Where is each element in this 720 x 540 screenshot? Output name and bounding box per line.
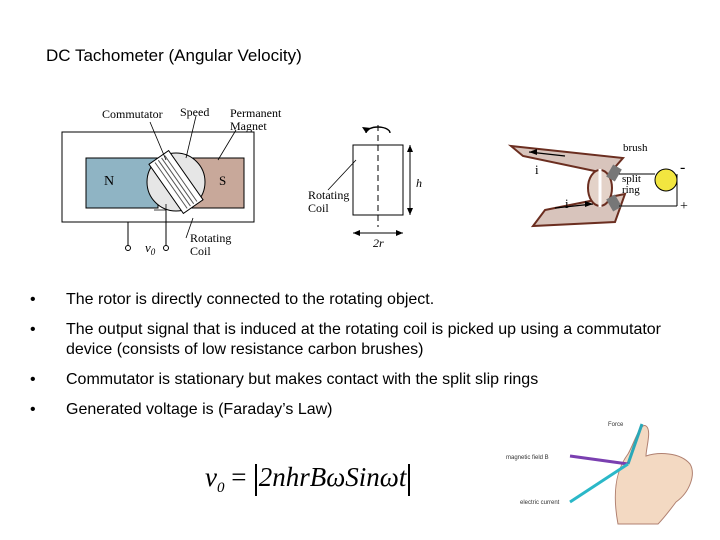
rotating-coil-label-left-line1: Rotating <box>190 231 232 245</box>
commutator-label: Commutator <box>102 107 163 121</box>
rotating-coil-label-left: Rotating Coil <box>190 232 231 258</box>
current-label: electric current <box>520 500 560 506</box>
north-pole-label: N <box>104 174 114 189</box>
field-arrow <box>569 454 629 466</box>
coil-dimension-diagram: h 2r <box>327 125 422 250</box>
current-arrowhead-bottom-icon <box>585 201 593 207</box>
rotating-coil-label-middle: Rotating Coil <box>308 189 349 215</box>
rotating-coil-label-middle-line1: Rotating <box>308 188 350 202</box>
hand-icon <box>614 425 693 525</box>
north-pole <box>85 157 159 209</box>
permanent-magnet-label: Permanent Magnet <box>230 107 281 133</box>
bullet-item: • Generated voltage is (Faraday’s Law) <box>30 400 670 420</box>
coil-label-leader <box>327 159 357 191</box>
output-voltage-label: v0 <box>145 240 156 257</box>
bullet-dot-icon: • <box>30 401 36 418</box>
rotation-arrowhead-icon <box>362 127 371 133</box>
height-arrow-bottom-icon <box>407 208 413 215</box>
split-ring-label-line1: split <box>622 173 641 185</box>
force-label: Force <box>608 422 624 428</box>
bullet-dot-icon: • <box>30 291 36 308</box>
faraday-formula: v0 = 2nhrBωSinωt <box>205 462 412 497</box>
bullet-item: • The rotor is directly connected to the … <box>30 290 670 310</box>
bullet-item: • The output signal that is induced at th… <box>30 320 670 360</box>
width-label: 2r <box>373 236 384 250</box>
abs-bar-right <box>408 463 410 496</box>
minus-terminal-label: - <box>680 159 685 176</box>
output-terminal-right <box>163 245 169 251</box>
abs-bar-left <box>255 463 257 496</box>
south-pole-label: S <box>219 173 226 188</box>
magnetic-circuit-frame <box>61 131 255 223</box>
commutator-coil <box>148 149 204 215</box>
output-terminal-left <box>125 245 131 251</box>
bullet-text: Commutator is stationary but makes conta… <box>66 371 539 388</box>
brush-bottom <box>606 194 622 212</box>
bullet-text: The rotor is directly connected to the r… <box>66 291 435 308</box>
permanent-magnet-label-line1: Permanent <box>230 106 282 120</box>
bullet-text: Generated voltage is (Faraday’s Law) <box>66 401 333 418</box>
rotating-coil-label-left-line2: Coil <box>190 244 211 258</box>
current-label-top: i <box>535 162 539 177</box>
current-label-bottom: i <box>565 196 569 211</box>
speed-label: Speed <box>180 105 210 119</box>
bullet-text: The output signal that is induced at the… <box>66 321 662 358</box>
split-ring-label-line2: ring <box>622 184 640 196</box>
slide-title: DC Tachometer (Angular Velocity) <box>46 46 302 65</box>
rotating-coil-label-middle-line2: Coil <box>308 201 329 215</box>
field-label: magnetic field B <box>506 455 549 461</box>
split-ring-diagram: i i brush split ring - + <box>507 142 688 228</box>
height-arrow-top-icon <box>407 145 413 152</box>
brush-top <box>606 164 622 182</box>
formula-lhs: v <box>205 462 217 492</box>
lamp-bulb <box>654 168 678 192</box>
bullet-list: • The rotor is directly connected to the … <box>30 290 670 430</box>
plus-terminal-label: + <box>680 199 688 214</box>
bullet-dot-icon: • <box>30 321 36 338</box>
current-arrow <box>569 462 629 504</box>
permanent-magnet-label-line2: Magnet <box>230 119 267 133</box>
magnet-leader <box>217 129 237 161</box>
brush-label: brush <box>623 142 648 154</box>
current-arrowhead-top-icon <box>529 149 537 155</box>
force-arrow <box>626 423 644 465</box>
commutator-leader <box>149 121 167 161</box>
coil-top-bar <box>507 144 626 176</box>
formula-lhs-subscript: 0 <box>216 480 225 496</box>
right-hand-rule-image: Force magnetic field B electric current <box>506 422 693 525</box>
tachometer-diagram: N S <box>61 115 255 251</box>
bullet-item: • Commutator is stationary but makes cont… <box>30 370 670 390</box>
bullet-dot-icon: • <box>30 371 36 388</box>
width-arrow-left-icon <box>353 230 360 236</box>
width-arrow-right-icon <box>396 230 403 236</box>
speed-leader <box>185 115 197 159</box>
height-label: h <box>416 176 422 190</box>
coil-leader <box>185 217 194 239</box>
formula-equals: = <box>231 462 247 492</box>
formula-body: 2nhrBωSinωt <box>258 462 407 492</box>
